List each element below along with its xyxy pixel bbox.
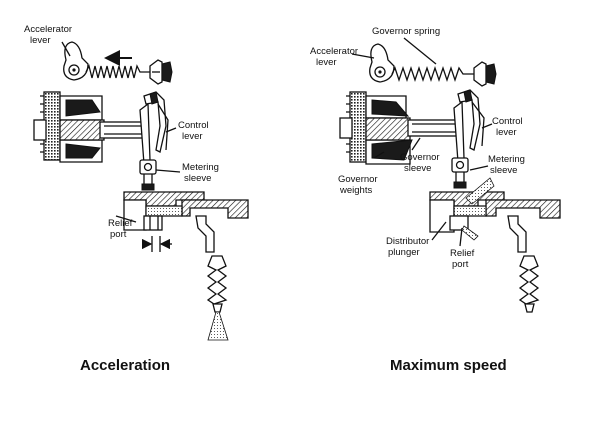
control-lever (453, 89, 485, 164)
acceleration-diagram: Accelerator lever Control lever Metering… (24, 24, 249, 374)
leader-distributor-plunger (431, 221, 447, 241)
leader-accelerator-lever (61, 41, 71, 57)
governor-spring (85, 64, 150, 79)
label-metering-sleeve: Metering sleeve (488, 154, 528, 176)
leader-metering-sleeve (155, 169, 181, 173)
delivery-line (195, 215, 215, 253)
drive-gear (33, 91, 61, 161)
label-accelerator-lever: Accelerator lever (310, 46, 361, 68)
label-control-lever: Control lever (178, 120, 211, 142)
label-relief-port: Relief port (450, 248, 477, 270)
accelerator-lever (63, 41, 89, 81)
label-metering-sleeve: Metering sleeve (182, 162, 222, 184)
caption-maximum-speed: Maximum speed (390, 357, 507, 374)
leader-relief-port (459, 227, 463, 247)
label-distributor-plunger: Distributor plunger (386, 236, 432, 258)
leader-relief-port (115, 215, 137, 223)
governor-sleeve (407, 119, 463, 137)
leader-governor-sleeve (411, 137, 421, 151)
fuel-spill (461, 225, 479, 241)
label-governor-spring: Governor spring (372, 26, 440, 37)
label-governor-sleeve: Governor sleeve (400, 152, 442, 174)
leader-governor-spring (403, 37, 437, 65)
drive-gear (339, 91, 367, 163)
label-relief-port: Relief port (108, 218, 135, 240)
fuel-spray (207, 311, 229, 341)
metering-linkage (451, 157, 469, 189)
governor-weights (365, 95, 413, 165)
spring-anchor (473, 61, 497, 87)
governor-spring (391, 65, 474, 83)
caption-acceleration: Acceleration (80, 357, 170, 374)
label-governor-weights: Governor weights (338, 174, 380, 196)
leader-control-lever (481, 123, 493, 129)
pump-body (123, 191, 249, 231)
leader-metering-sleeve (469, 165, 489, 171)
injector-nozzle (518, 255, 540, 313)
leader-control-lever (165, 127, 177, 133)
governor-sleeve (99, 121, 147, 139)
injector-nozzle (206, 255, 229, 341)
governor-weights (59, 95, 105, 163)
clearance-indicator (141, 236, 172, 252)
delivery-line (507, 215, 527, 253)
maximum-speed-diagram: Governor spring Accelerator lever Contro… (310, 26, 561, 374)
pump-body (429, 177, 561, 241)
control-lever (139, 91, 169, 166)
fuel-spill (465, 177, 495, 205)
accelerator-lever (369, 43, 395, 83)
label-control-lever: Control lever (492, 116, 525, 138)
leader-governor-weights (373, 151, 385, 159)
spring-anchor (149, 59, 173, 85)
leader-accelerator-lever (351, 53, 375, 59)
label-accelerator-lever: Accelerator lever (24, 24, 75, 46)
metering-linkage (139, 159, 157, 191)
